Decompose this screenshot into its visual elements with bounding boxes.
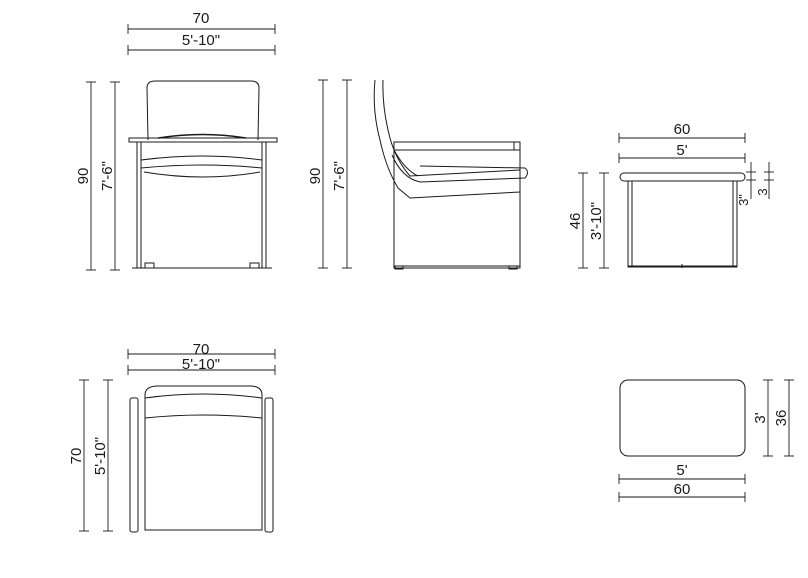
ottoman-cushion-dimension: 3" 3 <box>736 162 774 206</box>
ottoman-height-ft-label: 3'-10" <box>588 202 605 240</box>
ottoman-width-cm-label: 60 <box>674 121 691 138</box>
top-view: 70 5'-10" 70 5'-10" <box>68 341 276 533</box>
side-chair-outline <box>373 79 528 270</box>
ottoman-top-outline <box>619 379 746 457</box>
ottoman-top-view: 5' 60 3' 36 <box>618 379 794 502</box>
front-height-cm-label: 90 <box>75 168 92 185</box>
top-depth-ft-label: 5'-10" <box>92 437 109 475</box>
top-chair-outline <box>129 385 274 533</box>
top-width-dimension: 70 5'-10" <box>127 341 276 375</box>
front-width-dimension: 70 5'-10" <box>127 10 276 55</box>
front-view: 70 5'-10" 90 7'-6" <box>75 10 278 271</box>
ottoman-height-cm-label: 46 <box>567 213 584 230</box>
ottoman-front-outline <box>619 172 746 268</box>
ottoman-width-dimension: 60 5' <box>618 121 746 163</box>
front-height-ft-label: 7'-6" <box>99 161 116 191</box>
ottoman-height-dimension: 46 3'-10" <box>567 172 609 269</box>
ottoman-top-depth-ft-label: 3' <box>752 412 769 423</box>
top-width-ft-label: 5'-10" <box>182 356 220 373</box>
ottoman-top-depth-dimension: 3' 36 <box>752 379 794 457</box>
ottoman-width-ft-label: 5' <box>676 142 687 159</box>
side-view: 90 7'-6" <box>307 79 528 270</box>
side-height-dimension: 90 7'-6" <box>307 79 352 269</box>
ottoman-cushion-cm-label: 3 <box>755 188 770 195</box>
ottoman-top-width-ft-label: 5' <box>676 462 687 479</box>
front-width-cm-label: 70 <box>193 10 210 27</box>
side-height-cm-label: 90 <box>307 168 324 185</box>
side-height-ft-label: 7'-6" <box>331 161 348 191</box>
ottoman-top-width-cm-label: 60 <box>674 481 691 498</box>
ottoman-top-depth-cm-label: 36 <box>773 410 790 427</box>
top-width-cm-label: 70 <box>193 341 210 358</box>
front-width-ft-label: 5'-10" <box>182 32 220 49</box>
top-depth-dimension: 70 5'-10" <box>68 379 113 532</box>
front-height-dimension: 90 7'-6" <box>75 81 120 271</box>
top-depth-cm-label: 70 <box>68 448 85 465</box>
ottoman-front-view: 60 5' 46 3'-10" 3" 3 <box>567 121 774 269</box>
front-chair-outline <box>128 80 278 269</box>
ottoman-top-width-dimension: 5' 60 <box>618 462 746 502</box>
ottoman-cushion-in-label: 3" <box>736 194 751 206</box>
